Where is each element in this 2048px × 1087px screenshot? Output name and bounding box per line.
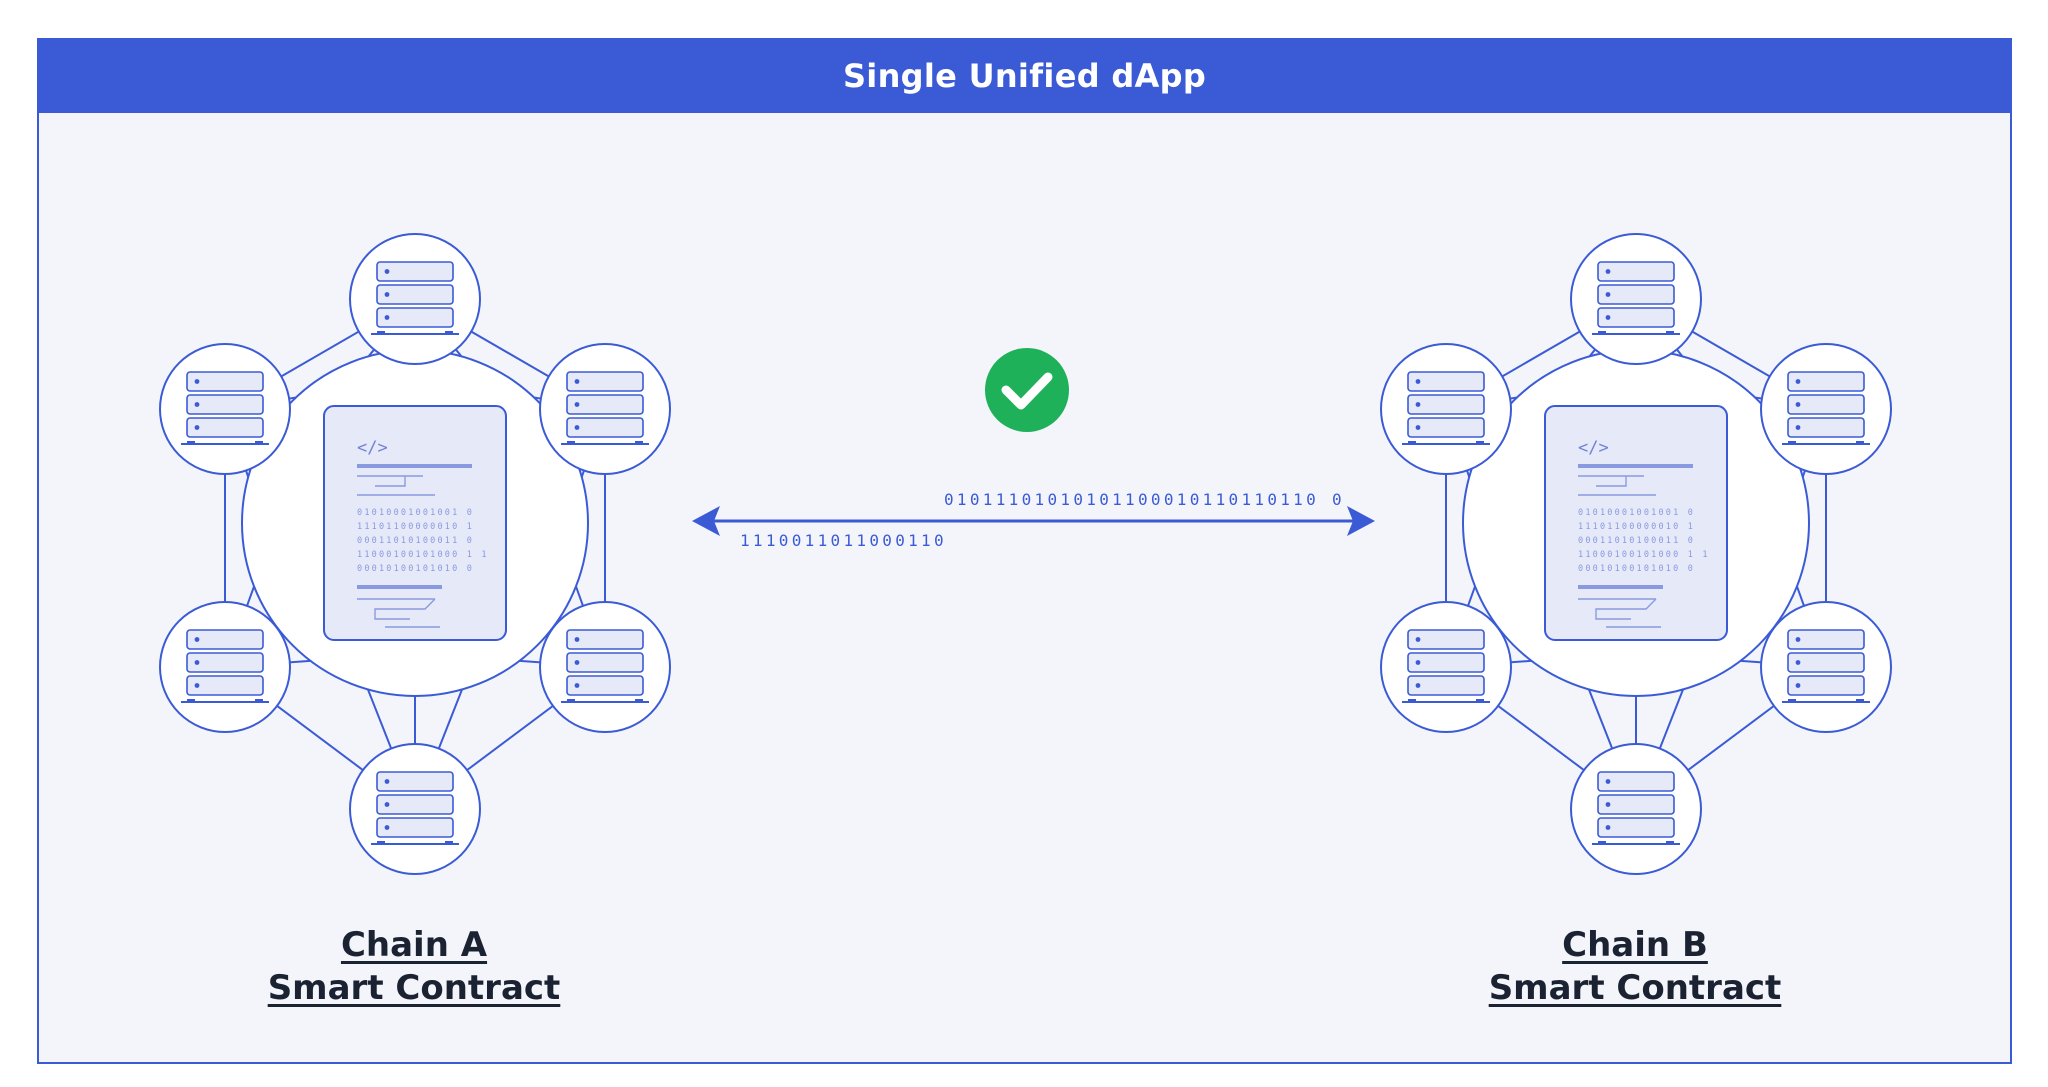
smart-contract-document: </> 01010001001001 0 11101100000010 1 00011… <box>1544 405 1728 641</box>
binary-row: 00011010100011 0 <box>1578 536 1695 546</box>
check-circle-icon <box>985 348 1069 432</box>
server-node <box>1760 343 1892 475</box>
server-icon <box>561 371 649 445</box>
code-tag-icon: </> <box>357 438 388 458</box>
header-bar: Single Unified dApp <box>37 38 2012 113</box>
server-icon <box>561 629 649 703</box>
page-title: Single Unified dApp <box>842 56 1207 95</box>
binary-row: 11000100101000 1 1 <box>357 550 489 560</box>
server-node <box>159 343 291 475</box>
binary-row: 00011010100011 0 <box>357 536 474 546</box>
chain-a-label: Chain A Smart Contract <box>184 924 644 1010</box>
chain-a-subtitle: Smart Contract <box>267 968 561 1008</box>
server-icon <box>1592 261 1680 335</box>
server-node <box>1380 601 1512 733</box>
server-node <box>1570 233 1702 365</box>
cross-chain-message <box>692 348 1375 536</box>
binary-row: 01010001001001 0 <box>1578 508 1695 518</box>
server-node <box>349 743 481 875</box>
server-icon <box>181 629 269 703</box>
binary-stream-bottom: 1110011011000110 <box>740 531 947 550</box>
binary-row: 00010100101010 0 <box>1578 564 1695 574</box>
server-icon <box>1402 371 1490 445</box>
binary-row: 11101100000010 1 <box>1578 522 1695 532</box>
binary-row: 01010001001001 0 <box>357 508 474 518</box>
server-node <box>349 233 481 365</box>
server-node <box>1760 601 1892 733</box>
server-icon <box>1592 771 1680 845</box>
server-icon <box>1782 371 1870 445</box>
code-tag-icon: </> <box>1578 438 1609 458</box>
server-node <box>539 343 671 475</box>
binary-row: 11101100000010 1 <box>357 522 474 532</box>
binary-row: 00010100101010 0 <box>357 564 474 574</box>
server-icon <box>181 371 269 445</box>
server-node <box>159 601 291 733</box>
binary-stream-top: 01011101010101100010110110110 0 <box>944 490 1345 509</box>
server-icon <box>1402 629 1490 703</box>
chain-b-network: </> 01010001001001 0 11101100000010 1 00011… <box>1380 233 1892 875</box>
server-icon <box>1782 629 1870 703</box>
chain-b-name: Chain B <box>1562 925 1708 965</box>
server-icon <box>371 771 459 845</box>
arrow-left-head <box>692 506 720 536</box>
server-node <box>1380 343 1512 475</box>
chain-a-name: Chain A <box>340 925 488 965</box>
smart-contract-document: </> 01010001001001 0 11101100000010 1 00011… <box>323 405 507 641</box>
chain-a-network: </> 01010001001001 0 11101100000010 1 00011… <box>159 233 671 875</box>
binary-row: 11000100101000 1 1 <box>1578 550 1710 560</box>
server-node <box>539 601 671 733</box>
chain-b-subtitle: Smart Contract <box>1488 968 1782 1008</box>
server-icon <box>371 261 459 335</box>
chain-b-label: Chain B Smart Contract <box>1405 924 1865 1010</box>
server-node <box>1570 743 1702 875</box>
arrow-right-head <box>1347 506 1375 536</box>
